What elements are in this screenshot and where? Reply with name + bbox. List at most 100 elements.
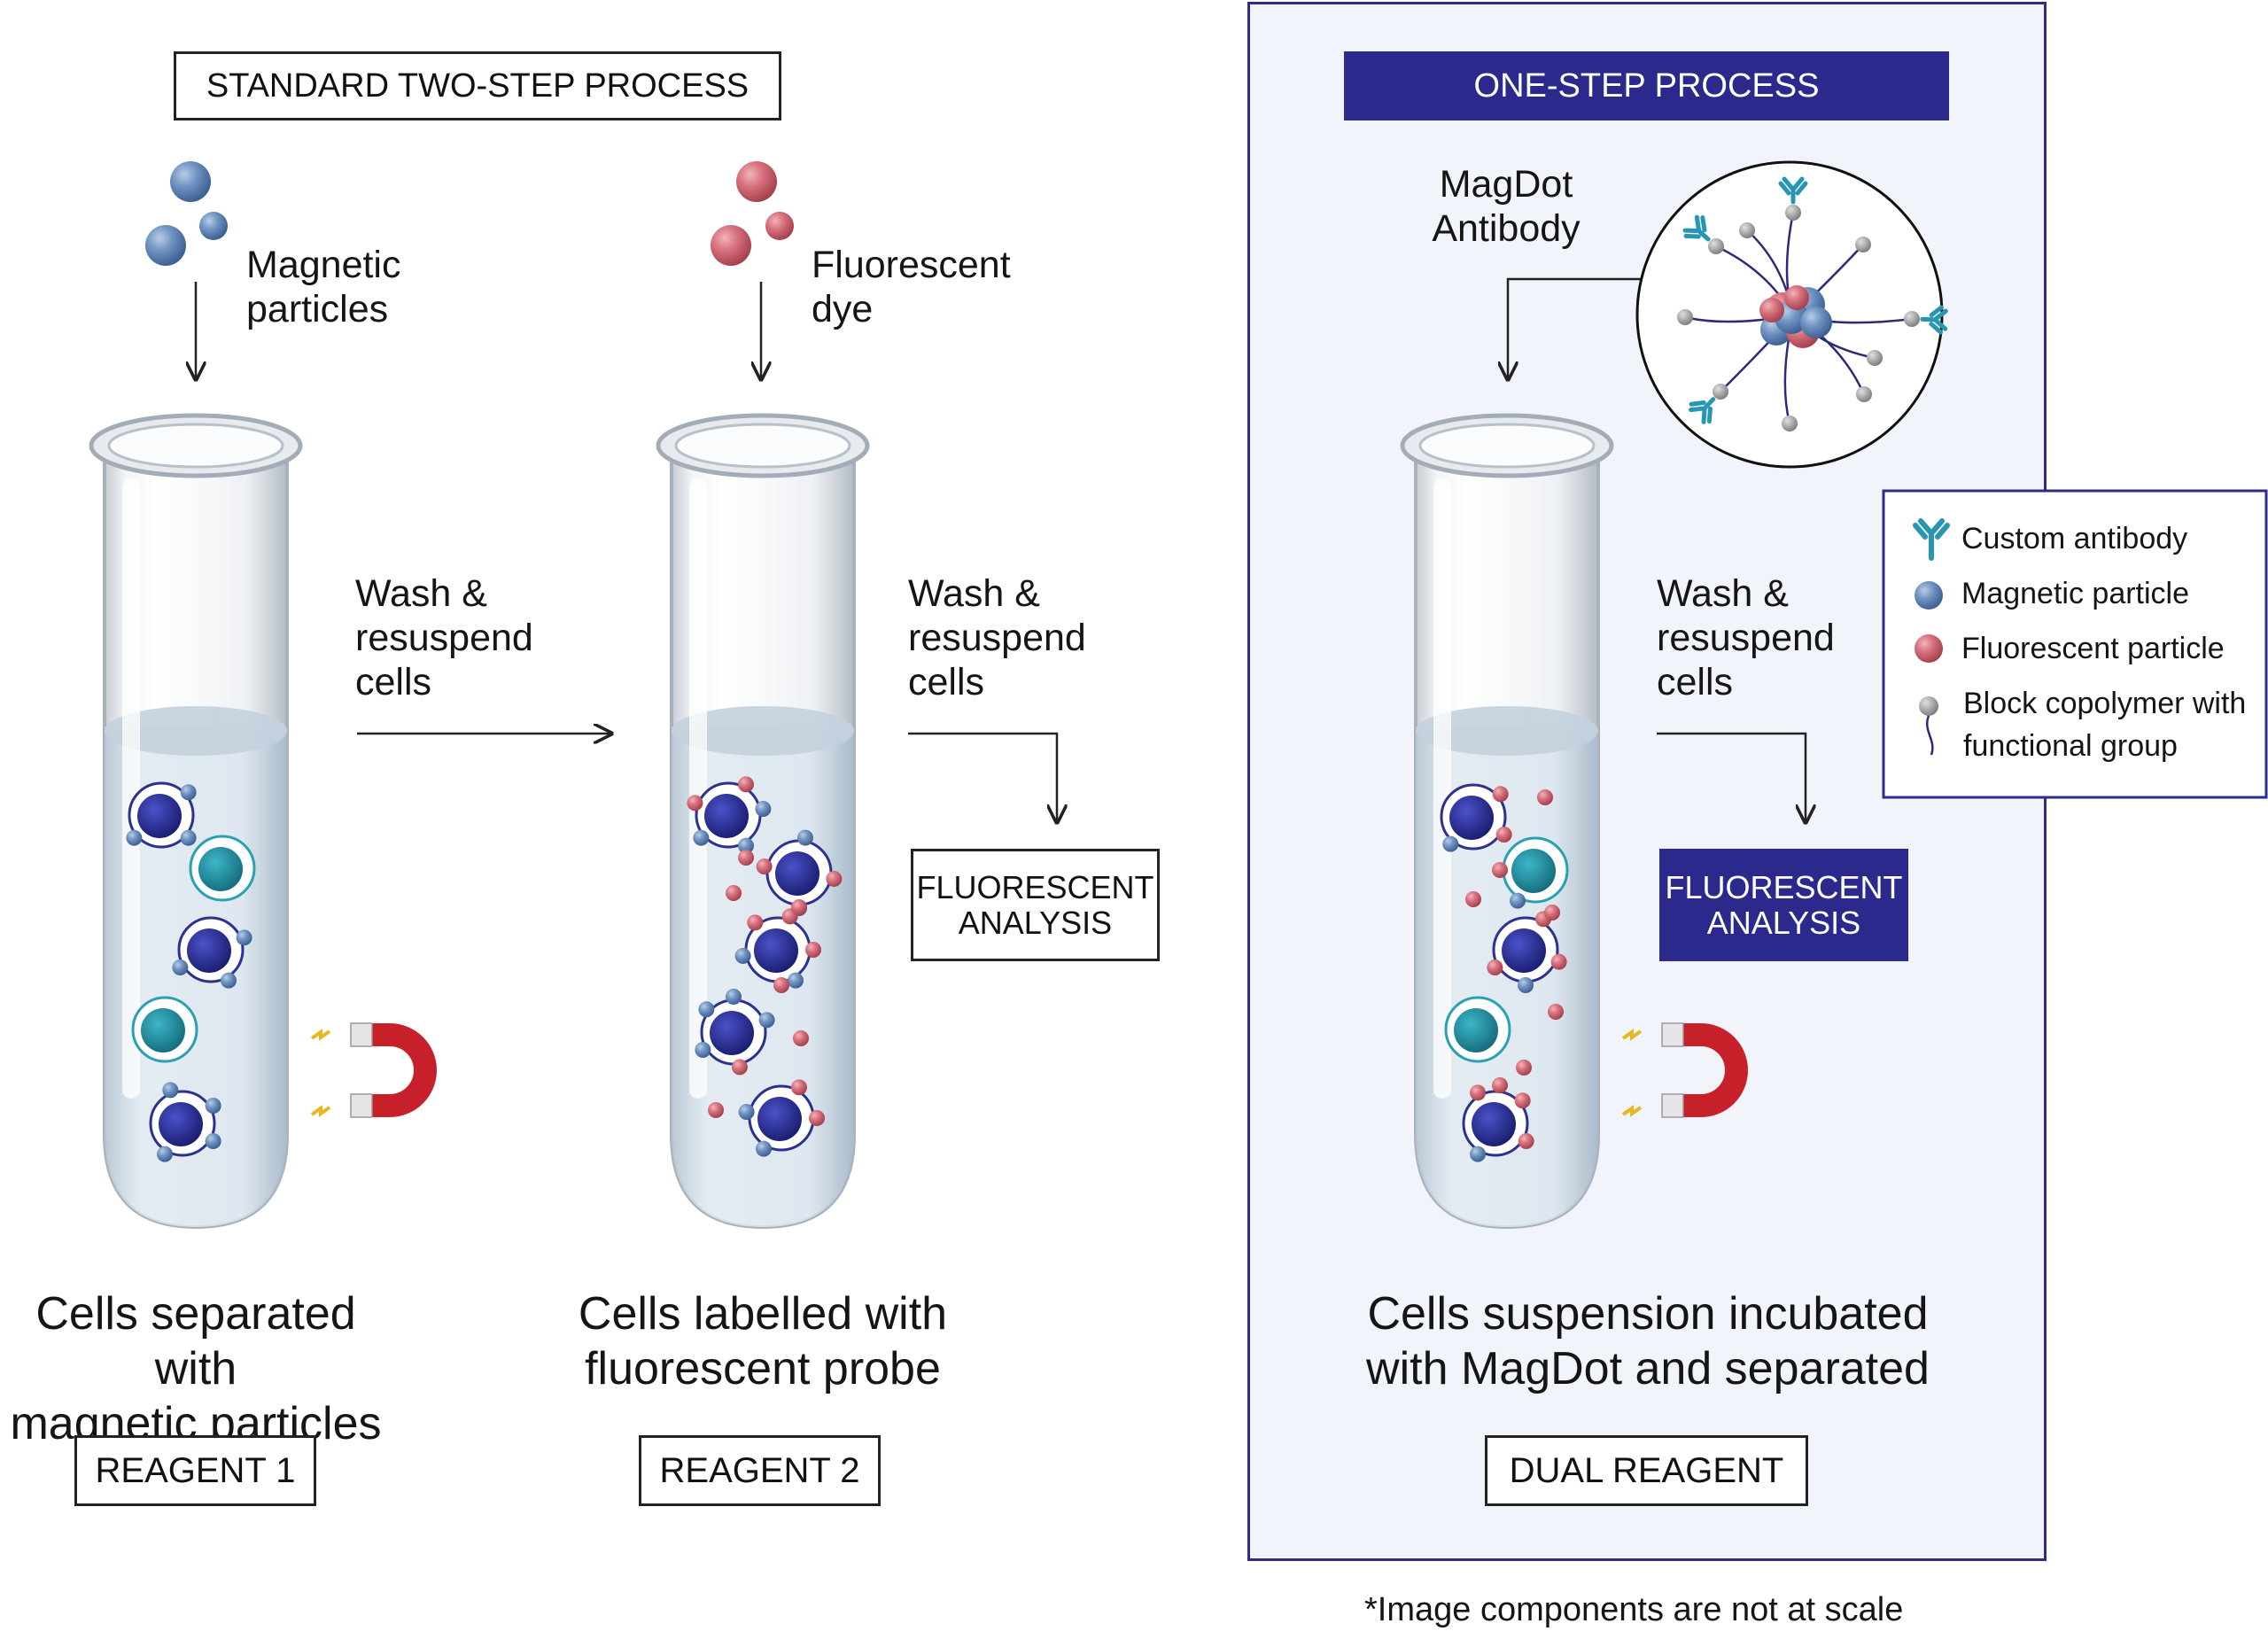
magnetic-particles-label: Magnetic particles <box>246 244 401 330</box>
fluorescent-particle <box>791 1079 807 1096</box>
target-cell <box>1487 911 1567 993</box>
magnetic-particle <box>172 959 189 975</box>
antibody-icon <box>1913 518 1950 561</box>
target-cell <box>149 1082 221 1162</box>
magnetic-particle <box>221 972 237 989</box>
magnetic-particle <box>126 829 143 846</box>
target-cell <box>1462 1084 1534 1162</box>
fluorescent-particle <box>738 776 754 793</box>
copolymer-end <box>1782 416 1798 431</box>
caption-reagent-2: Cells labelled with fluorescent probe <box>578 1288 948 1394</box>
fluorescent-particle <box>1514 1092 1531 1109</box>
target-cell <box>734 908 821 989</box>
copolymer-end <box>1739 222 1755 238</box>
teal-cell <box>131 996 198 1063</box>
magnet-icon <box>1621 1022 1748 1118</box>
magdot-core <box>1759 285 1832 348</box>
magnetic-particle <box>738 837 754 854</box>
magnetic-particle <box>157 1146 173 1162</box>
magnetic-particle <box>180 829 197 846</box>
magnetic-particle <box>693 829 710 846</box>
arrow-to-analysis <box>908 732 1057 822</box>
magnetic-particle <box>205 1133 221 1149</box>
legend-box <box>1882 489 2268 799</box>
fluorescent-particle <box>756 858 773 875</box>
legend-label-copolymer: Block copolymer with functional group <box>1963 687 2247 763</box>
target-cell <box>126 781 197 849</box>
fluorescent-particle <box>791 899 807 915</box>
target-cell <box>1440 783 1512 852</box>
fluorescent-analysis-box-onestep: FLUORESCENT ANALYSIS <box>1659 849 1908 961</box>
fluorescent-particle <box>1544 905 1560 920</box>
target-cell <box>687 776 772 854</box>
fluorescent-particle <box>1550 953 1567 970</box>
copolymer-end <box>1708 238 1724 254</box>
reagent-2-box: REAGENT 2 <box>639 1435 881 1506</box>
dual-reagent-box: DUAL REAGENT <box>1485 1435 1808 1506</box>
magnetic-particle <box>1510 892 1526 909</box>
teal-cell <box>189 835 256 902</box>
fluorescent-particle <box>726 885 742 901</box>
fluorescent-dye-label: Fluorescent dye <box>812 244 1011 330</box>
fluorescent-particle <box>731 1059 748 1076</box>
caption-reagent-1: Cells separated with magnetic particles <box>10 1288 382 1449</box>
fluorescent-particle <box>1465 891 1481 907</box>
magnetic-particle <box>756 1140 772 1157</box>
fluorescent-dye-cluster <box>711 161 794 266</box>
fluorescent-particle <box>1470 1084 1486 1101</box>
footnote: *Image components are not at scale <box>1364 1591 1904 1628</box>
copolymer-end <box>1904 311 1920 327</box>
fluorescent-particle <box>747 914 764 931</box>
magnetic-particle <box>788 972 804 989</box>
fluorescent-analysis-box: FLUORESCENT ANALYSIS <box>911 849 1160 961</box>
standard-process-header: STANDARD TWO-STEP PROCESS <box>174 51 781 120</box>
fluorescent-particle <box>773 977 789 993</box>
legend-label-fluorescent: Fluorescent particle <box>1961 632 2225 665</box>
teal-cell <box>1492 836 1569 909</box>
copolymer-end <box>1677 309 1693 325</box>
fluorescent-particle <box>805 942 821 958</box>
arrow-to-analysis-onestep <box>1657 732 1806 822</box>
magnetic-particle <box>1470 1146 1486 1162</box>
fluorescent-particle <box>1492 1077 1508 1093</box>
legend-label-antibody: Custom antibody <box>1961 522 2188 555</box>
magnetic-particle-icon <box>1915 581 1943 610</box>
magdot-zoom-circle <box>1635 160 1948 469</box>
fluorescent-particle <box>708 1102 724 1118</box>
target-cell <box>738 1079 825 1157</box>
magdot-antibody-label: MagDot Antibody <box>1432 163 1581 250</box>
magnetic-particle <box>758 1012 775 1029</box>
fluorescent-particle-icon <box>1915 634 1943 663</box>
copolymer-end <box>1855 237 1871 252</box>
magnetic-particle <box>205 1098 221 1114</box>
magnetic-particle <box>162 1082 179 1099</box>
magnetic-particle <box>1442 835 1459 852</box>
copolymer-icon <box>1919 696 1938 756</box>
fluorescent-particle <box>1518 1133 1534 1149</box>
magnetic-particle <box>738 1104 755 1121</box>
magnetic-particle <box>695 1042 711 1058</box>
magnetic-particle <box>1518 977 1534 993</box>
wash-resuspend-label-1: Wash & resuspend cells <box>355 572 533 703</box>
fluorescent-particle <box>1492 786 1509 803</box>
teal-cell <box>1444 996 1511 1063</box>
magnetic-particle <box>734 947 751 964</box>
fluorescent-particle <box>687 795 703 812</box>
arrow-magdot-down <box>1508 277 1641 379</box>
magnetic-particle <box>236 929 252 946</box>
fluorescent-particle <box>826 870 843 887</box>
magnetic-particle <box>726 989 742 1005</box>
copolymer-end <box>1713 384 1728 400</box>
fluorescent-particle <box>809 1110 825 1126</box>
magnetic-particle <box>698 1001 715 1018</box>
fluorescent-particle <box>1537 789 1553 805</box>
fluorescent-particle <box>1516 1060 1532 1076</box>
flow-arrows <box>196 277 1806 822</box>
fluorescent-particle <box>793 1030 809 1046</box>
fluorescent-particle <box>1495 827 1512 843</box>
copolymer-end <box>1856 386 1872 402</box>
caption-dual-reagent: Cells suspension incubated with MagDot a… <box>1366 1288 1930 1394</box>
wash-resuspend-label-2: Wash & resuspend cells <box>908 572 1086 703</box>
